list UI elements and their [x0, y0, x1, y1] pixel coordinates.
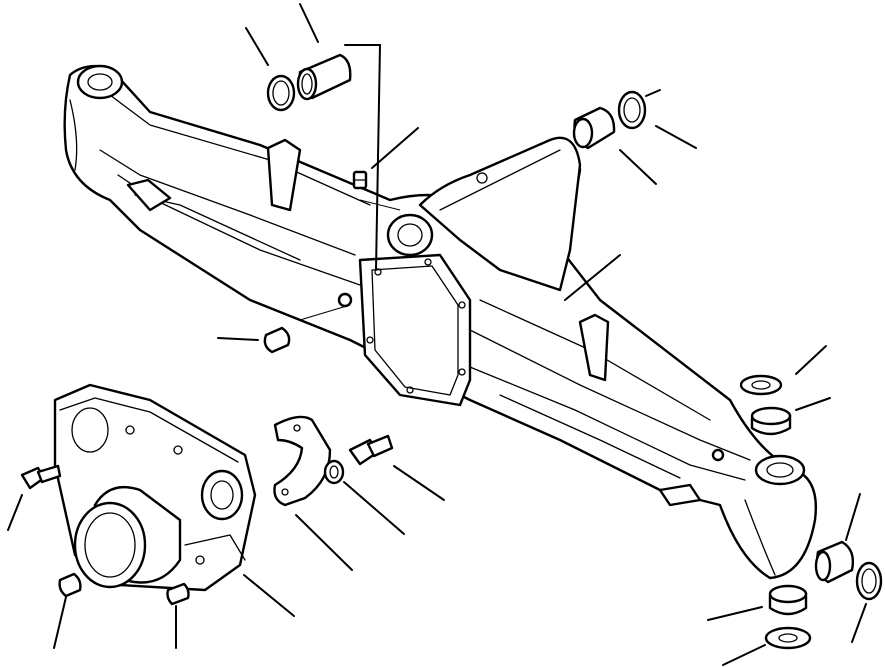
plug-left: [263, 326, 291, 354]
seal-top-right: [617, 90, 647, 130]
bushing-bottom: [768, 584, 808, 616]
axle-support-bracket: [53, 383, 257, 592]
plug-lower-left: [58, 572, 82, 598]
bushing-top-left: [296, 53, 352, 101]
bushing-top-right: [572, 106, 616, 150]
thrust-washer-bottom: [764, 626, 812, 650]
bolt-center: [348, 434, 394, 466]
dowel-pin: [166, 582, 190, 606]
bushing-right-upper: [750, 406, 792, 436]
thrust-washer-right-upper: [739, 374, 783, 396]
seal-right-lower: [855, 561, 883, 601]
bushing-right-lower: [814, 540, 855, 584]
bearing-cap: [273, 415, 332, 507]
seal-top-left: [266, 74, 296, 112]
grease-fitting-top: [352, 170, 368, 190]
axle-housing: [63, 64, 817, 580]
callout-leaders: [7, 3, 867, 666]
bolt-left: [20, 464, 62, 490]
washer-small: [323, 459, 345, 485]
